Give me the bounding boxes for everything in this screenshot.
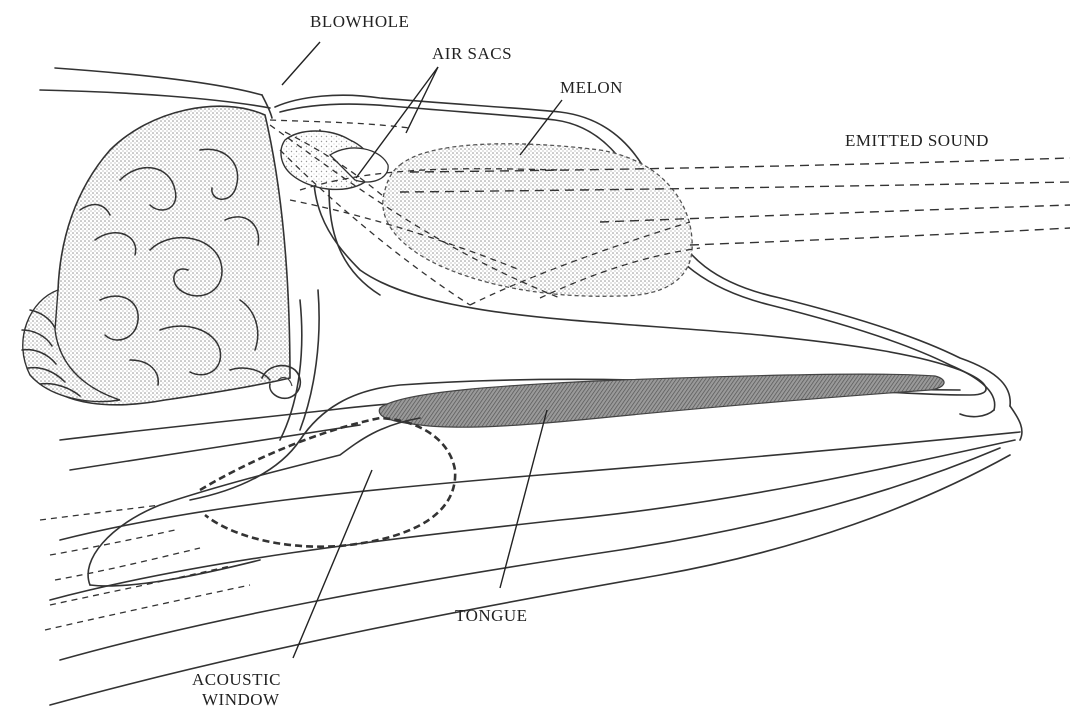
muscle-lines xyxy=(40,505,250,630)
acoustic-window-label-line1: ACOUSTIC xyxy=(192,670,281,689)
acoustic-window-label-line2: WINDOW xyxy=(202,690,280,709)
blowhole-label: BLOWHOLE xyxy=(310,12,409,31)
melon-label: MELON xyxy=(560,78,623,97)
emitted-sound-label: EMITTED SOUND xyxy=(845,131,989,150)
air-sacs-label: AIR SACS xyxy=(432,44,512,63)
brain xyxy=(22,106,290,405)
tongue-label: TONGUE xyxy=(455,606,528,625)
